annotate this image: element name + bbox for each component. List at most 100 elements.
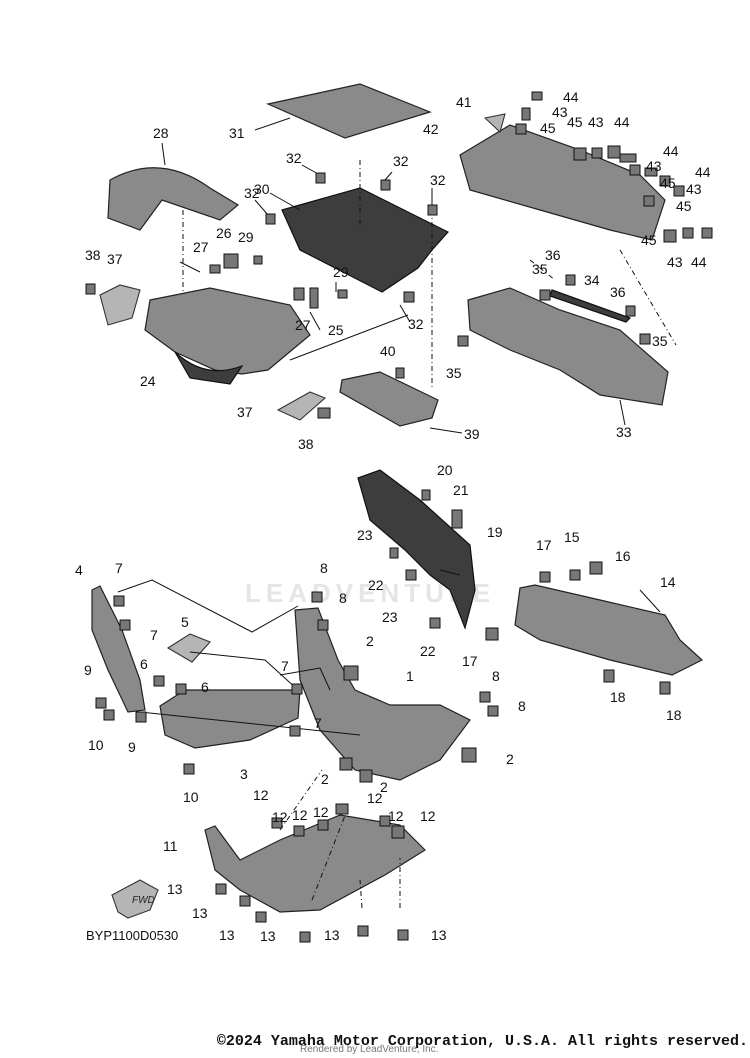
callout-34: 34 xyxy=(584,272,600,288)
callout-16: 16 xyxy=(615,548,631,564)
fasteners-lower xyxy=(95,489,671,943)
part-3-left-guard xyxy=(159,689,301,749)
callout-29: 29 xyxy=(238,229,254,245)
callout-40: 40 xyxy=(380,343,396,359)
callout-15: 15 xyxy=(564,529,580,545)
part-11-skid-plate xyxy=(204,814,426,913)
callout-7: 7 xyxy=(150,627,158,643)
callout-4: 4 xyxy=(75,562,83,578)
fwd-arrow-icon: FWD xyxy=(111,879,159,919)
callout-2: 2 xyxy=(366,633,374,649)
part-31-mat xyxy=(266,83,432,139)
callout-43: 43 xyxy=(686,181,702,197)
part-33-shroud xyxy=(467,287,669,406)
callout-24: 24 xyxy=(140,373,156,389)
callout-13: 13 xyxy=(431,927,447,943)
callout-17: 17 xyxy=(462,653,478,669)
callout-36: 36 xyxy=(545,247,561,263)
callout-45: 45 xyxy=(540,120,556,136)
callout-13: 13 xyxy=(324,927,340,943)
part-37-left-bracket xyxy=(99,284,141,326)
callout-20: 20 xyxy=(437,462,453,478)
callout-28: 28 xyxy=(153,125,169,141)
callout-10: 10 xyxy=(183,789,199,805)
callout-45: 45 xyxy=(641,232,657,248)
callout-27: 27 xyxy=(193,239,209,255)
callout-44: 44 xyxy=(614,114,630,130)
part-5-small-panel xyxy=(166,633,211,663)
callout-32: 32 xyxy=(244,185,260,201)
callout-8: 8 xyxy=(339,590,347,606)
callout-12: 12 xyxy=(253,787,269,803)
callout-8: 8 xyxy=(492,668,500,684)
callout-37: 37 xyxy=(107,251,123,267)
callout-44: 44 xyxy=(695,164,711,180)
callout-1: 1 xyxy=(406,668,414,684)
callout-labels: 31 28 32 32 32 32 30 26 27 29 38 37 29 2… xyxy=(75,89,711,944)
callout-22: 22 xyxy=(368,577,384,593)
callout-7: 7 xyxy=(314,715,322,731)
callout-14: 14 xyxy=(660,574,676,590)
callout-13: 13 xyxy=(260,928,276,944)
callout-11: 11 xyxy=(163,838,178,854)
callout-7: 7 xyxy=(115,560,123,576)
callout-22: 22 xyxy=(420,643,436,659)
callout-12: 12 xyxy=(367,790,383,806)
part-41-tab xyxy=(483,113,506,134)
callout-3: 3 xyxy=(240,766,248,782)
callout-27: 27 xyxy=(295,317,311,333)
callout-44: 44 xyxy=(663,143,679,159)
callout-36: 36 xyxy=(610,284,626,300)
callout-35: 35 xyxy=(652,333,668,349)
callout-41: 41 xyxy=(456,94,472,110)
part-42-right-shroud xyxy=(459,124,666,241)
part-24-lower xyxy=(174,351,244,385)
callout-9: 9 xyxy=(128,739,136,755)
callout-23: 23 xyxy=(382,609,398,625)
callout-45: 45 xyxy=(660,175,676,191)
fasteners-upper xyxy=(85,91,713,419)
callout-8: 8 xyxy=(320,560,328,576)
callout-18: 18 xyxy=(666,707,682,723)
callout-26: 26 xyxy=(216,225,232,241)
callout-6: 6 xyxy=(201,679,209,695)
callout-8: 8 xyxy=(518,698,526,714)
callout-43: 43 xyxy=(552,104,568,120)
callout-12: 12 xyxy=(313,804,329,820)
part-4-upright xyxy=(91,585,146,713)
callout-38: 38 xyxy=(85,247,101,263)
rendered-by-text: Rendered by LeadVenture, Inc. xyxy=(300,1044,439,1055)
callout-43: 43 xyxy=(667,254,683,270)
part-19-panel xyxy=(357,469,476,630)
callout-43: 43 xyxy=(588,114,604,130)
callout-12: 12 xyxy=(272,809,288,825)
callout-30: 30 xyxy=(254,181,270,197)
callout-45: 45 xyxy=(676,198,692,214)
part-34-rail xyxy=(549,289,632,323)
callout-2: 2 xyxy=(380,779,388,795)
part-1-bumper-frame xyxy=(294,607,471,781)
part-24-console xyxy=(144,287,311,375)
callout-44: 44 xyxy=(691,254,707,270)
callout-12: 12 xyxy=(388,808,404,824)
callout-43: 43 xyxy=(646,158,662,174)
part-39-plate xyxy=(339,371,439,427)
callout-35: 35 xyxy=(446,365,462,381)
callout-38: 38 xyxy=(298,436,314,452)
callout-32: 32 xyxy=(286,150,302,166)
callout-29: 29 xyxy=(333,264,349,280)
callout-12: 12 xyxy=(292,807,308,823)
callout-25: 25 xyxy=(328,322,344,338)
callout-10: 10 xyxy=(88,737,104,753)
callout-44: 44 xyxy=(563,89,579,105)
callout-45: 45 xyxy=(567,114,583,130)
part-30-center-panel xyxy=(281,187,449,293)
callout-6: 6 xyxy=(140,656,148,672)
callout-35: 35 xyxy=(532,261,548,277)
callout-12: 12 xyxy=(420,808,436,824)
callout-17: 17 xyxy=(536,537,552,553)
callout-18: 18 xyxy=(610,689,626,705)
callout-5: 5 xyxy=(181,614,189,630)
callout-19: 19 xyxy=(487,524,503,540)
